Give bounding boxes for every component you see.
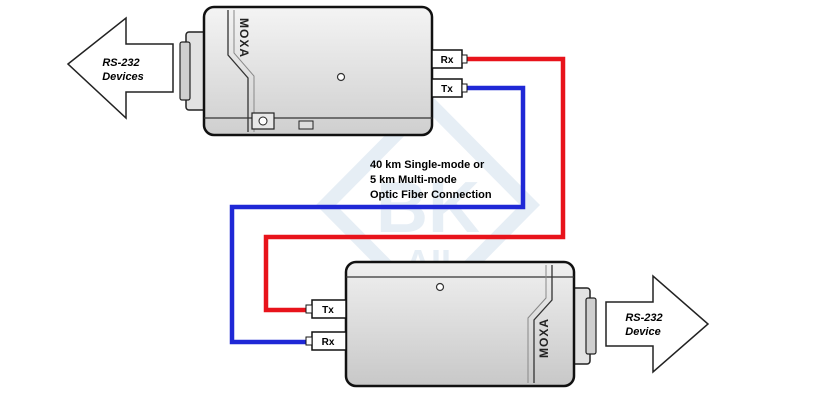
dip-switch-icon: [298, 120, 314, 130]
rs232-devices-arrow: RS-232 Devices: [66, 16, 174, 120]
left-arrow-line1: RS-232: [102, 57, 139, 69]
rs232-device-arrow: RS-232 Device: [605, 274, 710, 374]
power-led-icon-bottom: [435, 282, 445, 292]
bottom-device-body: [344, 260, 576, 388]
left-arrow-line2: Devices: [102, 71, 144, 83]
top-brand-label: MOXA: [237, 18, 251, 58]
bottom-brand-label: MOXA: [537, 318, 551, 358]
note-line2: 5 km Multi-mode: [370, 174, 457, 186]
top-device-body: [202, 5, 434, 137]
right-arrow-line2: Device: [625, 326, 660, 338]
connection-note: 40 km Single-mode or 5 km Multi-mode Opt…: [370, 159, 492, 201]
tx-fiber-blue: [229, 85, 526, 345]
top-moxa-converter: MOXA Rx Tx: [179, 5, 468, 137]
note-line1: 40 km Single-mode or: [370, 159, 485, 171]
top-tx-label: Tx: [441, 84, 453, 95]
rx-fiber-red: [263, 56, 566, 313]
bottom-moxa-converter: MOXA Tx Rx: [305, 260, 597, 388]
bottom-rx-label: Rx: [322, 337, 335, 348]
top-rx-label: Rx: [441, 55, 454, 66]
power-led-icon: [336, 72, 346, 82]
right-arrow-line1: RS-232: [625, 312, 662, 324]
note-line3: Optic Fiber Connection: [370, 189, 492, 201]
bottom-tx-label: Tx: [322, 305, 334, 316]
